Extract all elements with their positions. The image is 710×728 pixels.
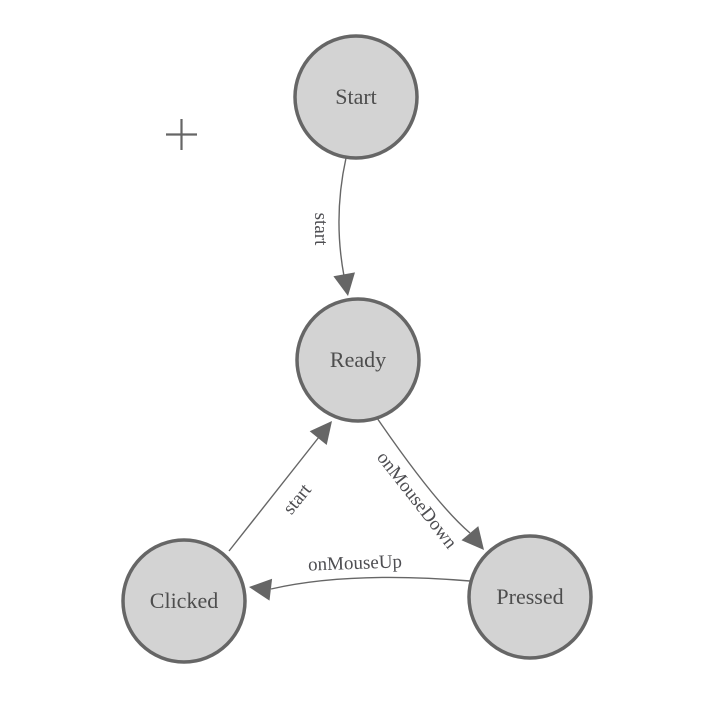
state-circle[interactable] — [293, 34, 419, 160]
node-clicked[interactable]: Clicked — [121, 538, 247, 664]
node-pressed[interactable]: Pressed — [467, 534, 593, 660]
node-start[interactable]: Start — [293, 34, 419, 160]
edge-path[interactable] — [270, 576, 471, 590]
edge-label-onmouseup: onMouseUp — [308, 551, 403, 575]
edge-path[interactable] — [338, 157, 347, 277]
arrowhead-icon — [309, 421, 332, 445]
edge-path[interactable] — [376, 417, 471, 534]
plus-crosshair-icon — [166, 119, 197, 150]
edge-path[interactable] — [228, 436, 320, 552]
edge-pressed-to-clicked[interactable]: onMouseUp — [249, 551, 471, 601]
edge-label-onmousedown: onMouseDown — [372, 448, 461, 554]
arrowhead-icon — [249, 578, 273, 601]
edge-label-start-2: start — [279, 479, 316, 518]
edge-label-start: start — [310, 213, 331, 246]
node-label-clicked: Clicked — [150, 588, 218, 613]
node-label-start: Start — [335, 84, 377, 109]
arrowhead-icon — [461, 526, 484, 550]
node-label-ready: Ready — [330, 347, 386, 372]
arrowhead-icon — [333, 272, 355, 296]
state-circle[interactable] — [295, 297, 421, 423]
state-circle[interactable] — [121, 538, 247, 664]
node-ready[interactable]: Ready — [295, 297, 421, 423]
edge-clicked-to-ready[interactable]: start — [228, 421, 332, 552]
node-label-pressed: Pressed — [496, 584, 563, 609]
edge-ready-to-pressed[interactable]: onMouseDown — [372, 417, 484, 554]
edge-start-to-ready[interactable]: start — [310, 157, 355, 296]
state-circle[interactable] — [467, 534, 593, 660]
